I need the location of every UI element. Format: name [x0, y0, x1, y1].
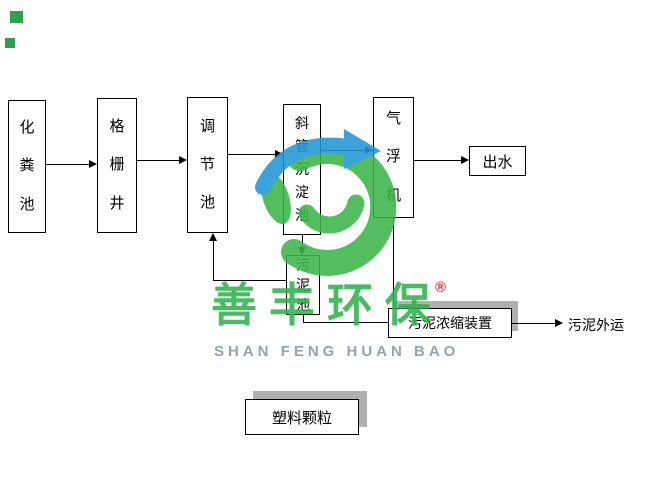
node-air-flotation-machine-label: 气浮机 [385, 110, 401, 204]
line-regulating-to-settling [228, 154, 275, 155]
line-grid-to-regulating [137, 160, 179, 161]
line-settling-to-sludge [302, 235, 303, 247]
line-flotation-to-effluent [414, 160, 461, 161]
node-sludge-thickening-unit-label: 污泥浓缩装置 [408, 315, 492, 331]
line-flotation-to-thickener [393, 218, 394, 308]
arrowhead-regulating-to-settling [275, 150, 283, 158]
arrowhead-grid-to-regulating [179, 156, 187, 164]
line-sludge-to-thickener-horizontal [303, 322, 388, 323]
arrowhead-flotation-to-effluent [461, 156, 469, 164]
arrowhead-sludge-return [209, 233, 217, 241]
line-settling-to-flotation [321, 150, 365, 151]
line-thickener-to-outbound [512, 323, 555, 324]
line-sludge-return-vertical [213, 241, 214, 280]
node-regulating-tank-label: 调节池 [199, 117, 215, 212]
watermark-en-name: SHAN FENG HUAN BAO [214, 343, 460, 360]
node-plastic-granules-label: 塑料颗粒 [271, 409, 332, 427]
node-septic-tank-label: 化粪池 [19, 119, 35, 213]
arrowhead-thickener-to-outbound [555, 319, 563, 327]
node-sludge-tank: 污泥池 [286, 255, 320, 315]
label-sludge-outbound: 污泥外运 [568, 317, 624, 333]
node-inclined-tube-settling-tank: 斜管沉淀池 [283, 104, 321, 235]
arrowhead-settling-to-flotation [365, 146, 373, 154]
node-effluent-label: 出水 [482, 153, 513, 171]
node-sludge-thickening-unit: 污泥浓缩装置 [388, 308, 512, 338]
node-air-flotation-machine: 气浮机 [373, 97, 414, 218]
node-grid-well-label: 格栅井 [109, 118, 125, 212]
arrowhead-septic-to-grid [89, 160, 97, 168]
node-regulating-tank: 调节池 [187, 97, 228, 233]
line-sludge-to-thickener-vertical [303, 315, 304, 322]
decor-green-square-top [10, 11, 23, 23]
line-sludge-return-horizontal [213, 280, 286, 281]
node-grid-well: 格栅井 [97, 98, 137, 233]
node-inclined-tube-settling-tank-label: 斜管沉淀池 [295, 114, 309, 224]
decor-green-square-bottom [5, 38, 15, 48]
node-septic-tank: 化粪池 [8, 100, 46, 233]
node-plastic-granules: 塑料颗粒 [245, 399, 359, 435]
node-sludge-tank-label: 污泥池 [296, 256, 310, 314]
arrowhead-settling-to-sludge [298, 247, 306, 255]
line-septic-to-grid [46, 164, 89, 165]
node-effluent: 出水 [469, 146, 526, 176]
registered-mark-icon: ® [435, 279, 447, 296]
